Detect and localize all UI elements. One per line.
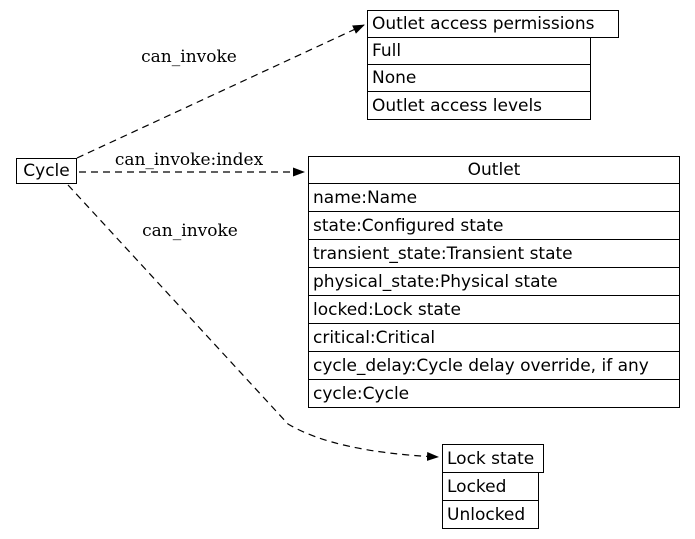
table-row: locked:Lock state	[308, 295, 680, 324]
table-row: cycle:Cycle	[308, 379, 680, 408]
edge-label-can-invoke-bottom: can_invoke	[142, 221, 238, 241]
table-row: None	[367, 64, 591, 92]
table-outlet-header: Outlet	[308, 156, 680, 184]
table-outlet-access-permissions-body: Full None Outlet access levels	[367, 37, 591, 120]
table-title: Outlet access permissions	[372, 14, 595, 34]
table-row: Unlocked	[442, 500, 539, 529]
table-outlet-body: name:Name state:Configured state transie…	[308, 183, 680, 408]
table-lock-state-header: Lock state	[442, 444, 544, 473]
table-title: Lock state	[447, 448, 535, 469]
edge-label-can-invoke-index: can_invoke:index	[114, 150, 264, 170]
table-row: Full	[367, 37, 591, 65]
table-row: critical:Critical	[308, 323, 680, 352]
table-row: Outlet access levels	[367, 91, 591, 120]
table-row: transient_state:Transient state	[308, 239, 680, 268]
edge-can-invoke-to-lock-state	[67, 184, 439, 461]
table-row: name:Name	[308, 183, 680, 212]
table-row: cycle_delay:Cycle delay override, if any	[308, 351, 680, 380]
node-cycle-label: Cycle	[23, 161, 70, 181]
table-row: Locked	[442, 472, 539, 501]
table-row: physical_state:Physical state	[308, 267, 680, 296]
table-lock-state-body: Locked Unlocked	[442, 472, 539, 529]
table-outlet-access-permissions-header: Outlet access permissions	[367, 10, 619, 38]
table-title: Outlet	[467, 160, 521, 180]
edge-label-can-invoke-top: can_invoke	[141, 47, 237, 67]
table-row: state:Configured state	[308, 211, 680, 240]
node-cycle: Cycle	[16, 158, 77, 184]
edge-can-invoke-to-permissions	[76, 24, 365, 159]
